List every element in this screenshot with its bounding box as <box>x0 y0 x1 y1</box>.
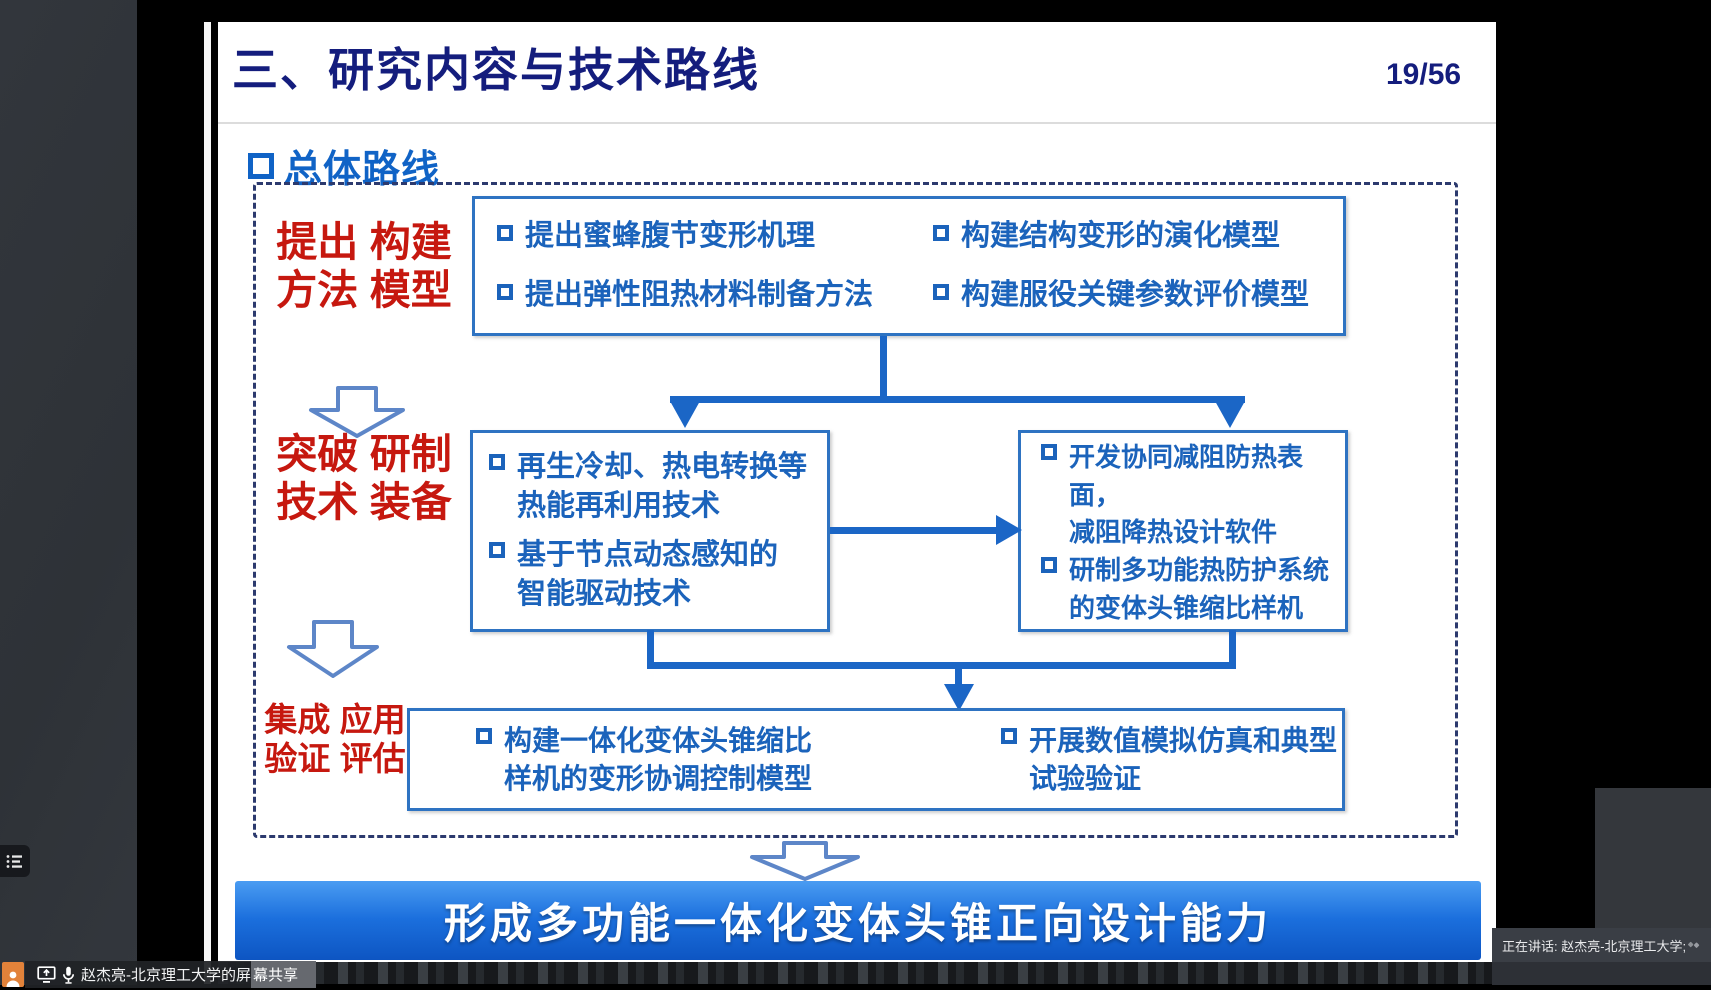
flowchart-dashed-border <box>253 182 1458 838</box>
stage-label-line: 突破 研制 <box>276 431 452 477</box>
arrowhead-down-icon <box>1215 401 1245 428</box>
flow-item-line: 研制多功能热防护系统 <box>1069 555 1330 586</box>
checkbox-icon <box>1041 557 1057 574</box>
flow-item-text: 构建服役关键参数评价模型 <box>961 279 1310 312</box>
flow-item: 再生冷却、热电转换等 热能再利用技术 <box>489 448 821 526</box>
conclusion-banner-text: 形成多功能一体化变体头锥正向设计能力 <box>443 900 1272 947</box>
stage-label-integrate: 集成 应用 验证 评估 <box>246 701 424 779</box>
flow-item: 构建结构变形的演化模型 <box>933 219 1337 254</box>
flow-item: 提出蜜蜂腹节变形机理 <box>497 219 933 254</box>
connector-line <box>647 662 1236 669</box>
left-video-strip <box>0 0 137 985</box>
presenter-avatar[interactable] <box>2 962 24 987</box>
stage-label-line: 验证 评估 <box>264 739 406 777</box>
list-icon <box>6 854 22 868</box>
checkbox-icon <box>489 454 505 471</box>
flow-item-line: 减阻降热设计软件 <box>1069 517 1278 548</box>
connector-line <box>1229 630 1236 668</box>
flow-item-line: 试验验证 <box>1029 762 1142 794</box>
flow-item-text: 开发协同减阻防热表面， 减阻降热设计软件 <box>1069 439 1341 552</box>
square-bullet-icon <box>248 152 274 179</box>
flow-item-line: 开发协同减阻防热表面， <box>1069 442 1304 510</box>
flow-item-text: 提出弹性阻热材料制备方法 <box>525 279 874 312</box>
shared-slide: 三、研究内容与技术路线 19/56 总体路线 提出 构建 方法 模型 突破 研制… <box>218 22 1496 984</box>
connector-line <box>647 630 654 668</box>
slide-edge-sliver <box>204 22 211 984</box>
flow-item-text: 构建结构变形的演化模型 <box>961 220 1281 253</box>
flow-item-line: 开展数值模拟仿真和典型 <box>1029 724 1338 756</box>
arrowhead-right-icon <box>996 515 1022 545</box>
checkbox-icon <box>489 541 505 558</box>
stage-label-tech: 突破 研制 技术 装备 <box>258 430 470 527</box>
participant-list-toggle-button[interactable] <box>0 845 30 877</box>
arrowhead-down-icon <box>670 401 700 428</box>
checkbox-icon <box>1001 727 1017 744</box>
watermark-strip <box>218 962 1496 984</box>
connector-line <box>880 336 887 398</box>
flow-item: 构建一体化变体头锥缩比 样机的变形协调控制模型 <box>476 722 1001 798</box>
flow-item: 提出弹性阻热材料制备方法 <box>497 278 933 313</box>
flow-item-line: 样机的变形协调控制模型 <box>504 762 813 794</box>
checkbox-icon <box>497 225 513 242</box>
share-status-text: 赵杰亮-北京理工大学的屏 <box>81 967 251 984</box>
flow-item-line: 再生冷却、热电转换等 <box>517 451 808 484</box>
connector-line <box>955 667 962 689</box>
block-arrow-down-icon <box>287 620 379 678</box>
speaking-indicator-subbar <box>1492 962 1711 985</box>
checkbox-icon <box>933 284 949 301</box>
arrowhead-down-icon <box>944 684 974 711</box>
flow-item: 开展数值模拟仿真和典型 试验验证 <box>1001 722 1338 798</box>
flow-box-tech-right: 开发协同减阻防热表面， 减阻降热设计软件 研制多功能热防护系统 的变体头锥缩比样… <box>1018 430 1348 632</box>
person-icon <box>6 971 20 987</box>
checkbox-icon <box>933 225 949 242</box>
flow-item: 构建服役关键参数评价模型 <box>933 278 1337 313</box>
speaking-indicator-bar: 正在讲话: 赵杰亮-北京理工大学; <box>1492 928 1711 962</box>
flow-item: 研制多功能热防护系统 的变体头锥缩比样机 <box>1041 552 1341 627</box>
flow-item-text: 构建一体化变体头锥缩比 样机的变形协调控制模型 <box>504 722 812 798</box>
stage-label-line: 方法 模型 <box>276 267 452 314</box>
connector-line <box>830 527 998 534</box>
stage-label-line: 集成 应用 <box>264 701 406 738</box>
flow-item-line: 智能驱动技术 <box>517 577 692 610</box>
share-status-text-chip: 幕共享 <box>251 961 317 988</box>
flow-item-text: 研制多功能热防护系统 的变体头锥缩比样机 <box>1069 552 1329 627</box>
page-number: 19/56 <box>1386 58 1462 91</box>
screen-share-icon <box>37 966 56 983</box>
block-arrow-down-icon <box>750 841 860 881</box>
flow-item-text: 再生冷却、热电转换等 热能再利用技术 <box>517 448 807 526</box>
stage-label-method: 提出 构建 方法 模型 <box>258 218 470 315</box>
flow-item: 开发协同减阻防热表面， 减阻降热设计软件 <box>1041 439 1341 552</box>
checkbox-icon <box>497 284 513 301</box>
stage-label-line: 技术 装备 <box>276 479 452 526</box>
flow-item-text: 开展数值模拟仿真和典型 试验验证 <box>1029 722 1337 798</box>
flow-item-line: 基于节点动态感知的 <box>517 538 779 571</box>
flow-box-integrate: 构建一体化变体头锥缩比 样机的变形协调控制模型 开展数值模拟仿真和典型 试验验证 <box>407 708 1345 811</box>
flow-item-line: 的变体头锥缩比样机 <box>1069 592 1304 623</box>
flow-box-tech-left: 再生冷却、热电转换等 热能再利用技术 基于节点动态感知的 智能驱动技术 <box>470 430 830 632</box>
right-video-tile <box>1595 788 1711 928</box>
flow-item-line: 构建一体化变体头锥缩比 <box>504 724 813 756</box>
flow-box-method: 提出蜜蜂腹节变形机理 提出弹性阻热材料制备方法 构建结构变形的演化模型 构建服役… <box>472 196 1346 336</box>
block-arrow-down-icon <box>309 386 405 438</box>
speaking-indicator-text: 正在讲话: 赵杰亮-北京理工大学; <box>1502 938 1687 954</box>
flow-item-line: 热能再利用技术 <box>517 490 721 523</box>
connector-line <box>670 396 1245 403</box>
meeting-logo-icon <box>1688 941 1700 948</box>
title-divider <box>218 122 1496 124</box>
checkbox-icon <box>1041 444 1057 460</box>
conclusion-banner: 形成多功能一体化变体头锥正向设计能力 <box>235 881 1481 960</box>
flow-item: 基于节点动态感知的 智能驱动技术 <box>489 536 821 614</box>
flow-item-text: 基于节点动态感知的 智能驱动技术 <box>517 536 778 614</box>
stage-label-line: 提出 构建 <box>276 219 452 265</box>
checkbox-icon <box>476 727 492 744</box>
slide-title: 三、研究内容与技术路线 <box>232 44 760 96</box>
screen-share-status-bar: 赵杰亮-北京理工大学的屏 幕共享 <box>25 961 317 988</box>
flow-item-text: 提出蜜蜂腹节变形机理 <box>525 220 816 253</box>
microphone-icon <box>63 966 74 984</box>
